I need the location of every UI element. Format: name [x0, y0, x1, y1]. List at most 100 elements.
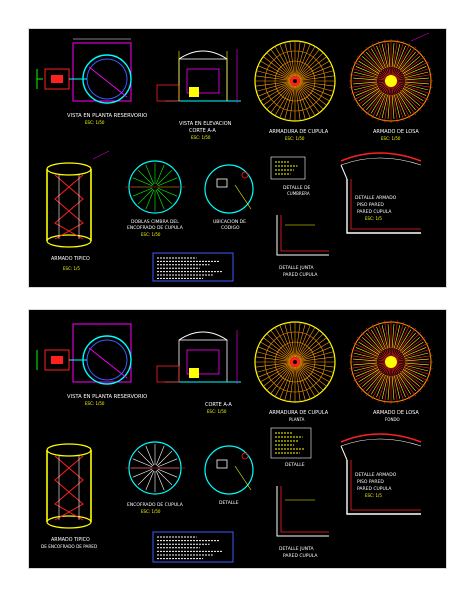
reinforcement-bar [395, 56, 426, 78]
reinforcement-bar [401, 56, 421, 73]
reinforcement-bar [376, 45, 386, 69]
reinforcement-bar [403, 347, 427, 357]
reinforcement-bar [404, 77, 429, 81]
reinforcement-bar [256, 363, 291, 373]
reinforcement-bar [391, 43, 395, 68]
ridge-detail: DETALLE DE CUMBRERA [270, 156, 311, 196]
reinforcement-bar [381, 375, 389, 400]
reinforcement-bar [289, 85, 295, 121]
reinforcement-bar [137, 469, 154, 486]
reinforcement-bar [257, 346, 291, 361]
reinforcement-bar [358, 88, 380, 102]
dome-reinforcement-plan: ARMADURA DE CUPULA ESC: 1/50 [254, 40, 336, 141]
reinforcement-bar [299, 356, 335, 362]
reinforcement-bar [371, 324, 389, 357]
reinforcement-bar [353, 364, 378, 372]
reinforcement-bar [353, 362, 378, 366]
reinforcement-bar [270, 330, 293, 359]
reinforcement-bar [260, 364, 291, 383]
reinforcement-bar [155, 189, 165, 210]
reinforcement-bar [370, 373, 384, 395]
reinforcement-bar [376, 326, 386, 350]
reinforcement-bar [353, 364, 386, 382]
reinforcement-bar [391, 375, 395, 400]
reinforcement-bar [350, 348, 386, 361]
reinforcement-bar [353, 61, 386, 79]
reinforcement-bar [395, 84, 426, 106]
reinforcement-bar [289, 366, 295, 402]
reinforcement-bar [403, 66, 427, 76]
reinforcement-bar [274, 85, 293, 116]
formwork-subtitle: ENCOFRADO DE CUPULA [127, 225, 184, 231]
wall-floor-subtitle-2: PARED CUPULA [357, 486, 392, 492]
section-scale: ESC: 1/50 [191, 135, 211, 140]
reinforcement-bar [263, 83, 292, 106]
reinforcement-bar [155, 164, 165, 185]
reinforcement-bar [384, 367, 391, 404]
joint-subtitle: PARED CUPULA [283, 272, 318, 278]
reinforcement-bar [366, 372, 383, 392]
reinforcement-bar [284, 85, 294, 120]
reinforcement-bar [296, 85, 306, 120]
reinforcement-bar [402, 60, 424, 74]
reinforcement-bar [396, 93, 406, 117]
elevation-title: VISTA EN ELEVACION [179, 121, 232, 127]
reinforcement-bar [299, 341, 330, 360]
reinforcement-bar [394, 85, 416, 116]
wall-floor-title: DETALLE ARMADO [355, 472, 397, 478]
reinforcement-bar [376, 374, 386, 398]
reinforcement-bar [296, 366, 306, 401]
reinforcement-bar [297, 365, 320, 394]
reinforcement-bar [255, 362, 291, 368]
reinforcement-bar [393, 367, 411, 400]
reinforcement-bar [381, 43, 389, 68]
reinforcement-bar [404, 81, 429, 85]
ridge-title: DETALLE [285, 462, 305, 468]
reinforcement-bar [401, 370, 421, 387]
slab-title: ARMADO DE LOSA [373, 129, 419, 135]
reinforcement-bar [350, 82, 386, 95]
reinforcement-bar [297, 366, 316, 397]
dome-title: ARMADURA DE CUPULA [269, 410, 329, 416]
reinforcement-bar [371, 367, 389, 400]
wall-floor-scale: ESC: 1/5 [365, 216, 382, 221]
joint-subtitle: PARED CUPULA [283, 553, 318, 559]
reinforcement-bar [404, 352, 429, 360]
reinforcement-bar [256, 351, 291, 361]
reinforcement-bar [377, 367, 390, 403]
cage-title: ARMADO TIPICO [51, 537, 90, 543]
reinforcement-bar [299, 65, 333, 80]
reinforcement-bar [295, 41, 301, 77]
reinforcement-bar [396, 74, 433, 81]
reinforcement-bar [297, 330, 320, 359]
reinforcement-bar [260, 60, 291, 79]
drawing-sheet-1: VISTA EN PLANTA RESERVORIO ESC: 1/50 VIS… [28, 28, 447, 288]
reinforcement-bar [299, 60, 330, 79]
reinforcement-bar [356, 337, 387, 359]
reinforcement-bar [284, 323, 294, 358]
reinforcement-bar [297, 49, 320, 78]
reinforcement-bar [398, 48, 412, 70]
wall-floor-subtitle: PISO PARED [357, 202, 384, 208]
reinforcement-bar [260, 83, 291, 102]
slab-reinforcement-plan: ARMADO DE LOSA ESC: 1/50 [349, 32, 433, 141]
reinforcement-bar [299, 363, 334, 373]
wall-floor-detail: DETALLE ARMADO PISO PARED PARED CUPULA E… [340, 152, 422, 234]
reinforcement-bar [396, 348, 432, 361]
reinforcement-bar [396, 45, 406, 69]
reinforcement-bar [391, 367, 398, 404]
reinforcement-bar [349, 355, 386, 362]
reinforcement-bar [370, 48, 384, 70]
reinforcement-bar [395, 365, 426, 387]
reinforcement-bar [355, 66, 379, 76]
typical-reinforcement-cage: ARMADO TIPICO DE ENCOFRADO DE PARED [41, 443, 97, 549]
reinforcement-bar [396, 67, 432, 80]
reinforcement-bar [260, 341, 291, 360]
reinforcement-bar [399, 372, 416, 392]
reinforcement-bar [145, 445, 155, 466]
reinforcement-bar [298, 333, 324, 359]
reinforcement-bar [355, 347, 379, 357]
reinforcement-bar [255, 81, 291, 87]
location-title: UBICACION DE [213, 219, 246, 225]
reinforcement-bar [296, 85, 311, 119]
